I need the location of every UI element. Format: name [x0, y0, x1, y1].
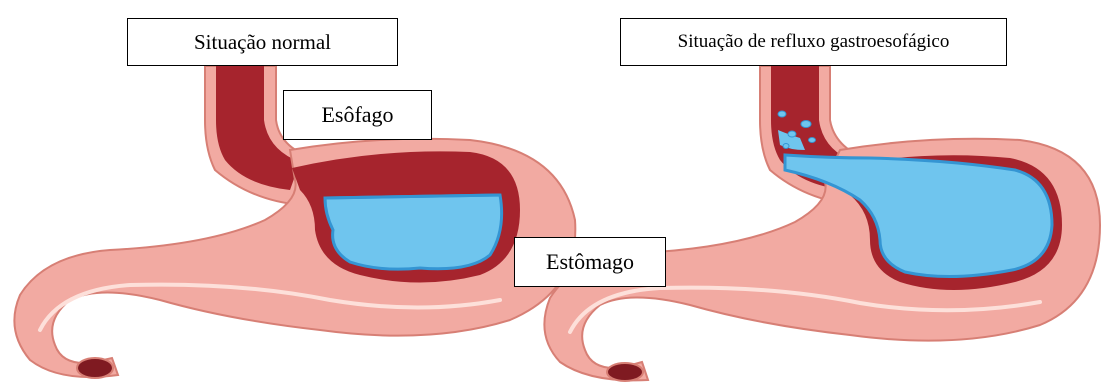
reflux-droplet — [801, 121, 811, 128]
normal-acid-pool — [325, 195, 502, 269]
esophagus-label: Esôfago — [283, 90, 432, 140]
reflux-stomach-illustration — [544, 66, 1100, 381]
reflux-droplet — [778, 111, 786, 117]
stomach-label: Estômago — [514, 237, 666, 287]
reflux-droplet — [783, 144, 789, 149]
normal-pylorus — [77, 358, 113, 378]
reflux-droplet — [809, 138, 816, 143]
reflux-droplet — [788, 131, 796, 137]
normal-situation-label: Situação normal — [127, 18, 398, 66]
reflux-pylorus — [607, 363, 643, 381]
reflux-situation-label: Situação de refluxo gastroesofágico — [620, 18, 1007, 66]
